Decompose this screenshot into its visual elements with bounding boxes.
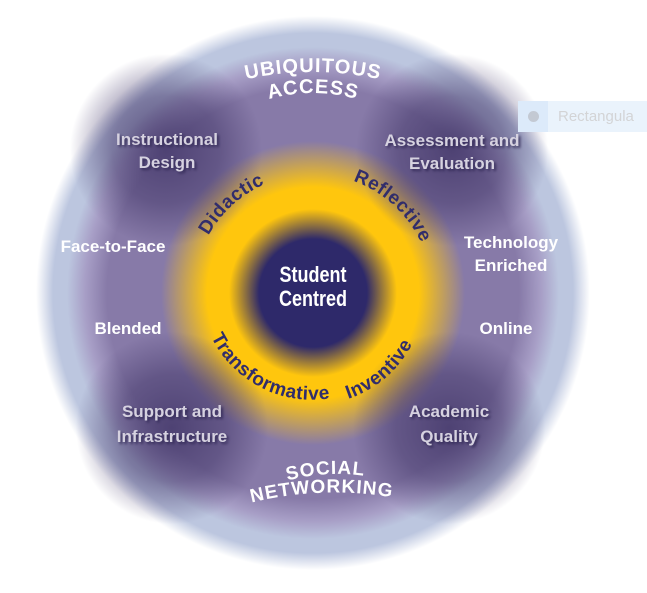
blob-academic-quality: [349, 328, 549, 528]
label-blended: Blended: [94, 319, 161, 338]
inner-label-reflective: Reflective: [351, 166, 435, 246]
label-support-infrastructure: Support and Infrastructure Support and I…: [117, 402, 230, 448]
shape-icon-box: [518, 101, 548, 132]
circle-icon: [527, 111, 539, 122]
label-quality-shadow: Quality: [422, 429, 480, 448]
label-assessment-evaluation: Assessment and Evaluation Assessment and…: [384, 131, 521, 175]
label-instructional: Instructional: [116, 130, 218, 149]
label-support-shadow: Support and: [124, 404, 224, 423]
label-evaluation: Evaluation: [409, 154, 495, 173]
label-support: Support and: [122, 402, 222, 421]
label-instructional-shadow: Instructional: [118, 132, 220, 151]
blob-assessment-evaluation: [352, 50, 552, 250]
label-instructional-design: Instructional Design Instructional Desig…: [116, 130, 220, 174]
core-label-line1: Student: [279, 263, 346, 287]
label-technology: Technology: [464, 233, 559, 252]
label-assessment-shadow: Assessment and: [386, 133, 521, 152]
blob-support-infrastructure: [72, 328, 272, 528]
label-design: Design: [139, 153, 196, 172]
label-face-to-face: Face-to-Face: [61, 237, 166, 256]
label-infrastructure: Infrastructure: [117, 427, 228, 446]
blob-instructional-design: [66, 50, 266, 250]
inner-label-didactic: Didactic: [195, 169, 267, 238]
label-academic-quality: Academic Quality Academic Quality: [409, 402, 491, 448]
label-design-shadow: Design: [141, 155, 198, 174]
tooltip-label: Rectangula: [558, 108, 634, 125]
label-online: Online: [480, 319, 533, 338]
label-enriched: Enriched: [475, 256, 548, 275]
shape-tool-tooltip[interactable]: Rectangula: [518, 101, 647, 132]
label-infrastructure-shadow: Infrastructure: [119, 429, 230, 448]
inner-label-transformative: Transformative: [207, 329, 331, 404]
label-academic: Academic: [409, 402, 489, 421]
outer-label-access: ACCESS: [265, 76, 361, 104]
label-quality: Quality: [420, 427, 478, 446]
label-assessment: Assessment and: [384, 131, 519, 150]
inner-label-inventive: Inventive: [343, 336, 417, 404]
outer-label-networking: NETWORKING: [248, 477, 395, 508]
label-academic-shadow: Academic: [411, 404, 491, 423]
core-label-line2: Centred: [279, 287, 347, 311]
label-evaluation-shadow: Evaluation: [411, 156, 497, 175]
